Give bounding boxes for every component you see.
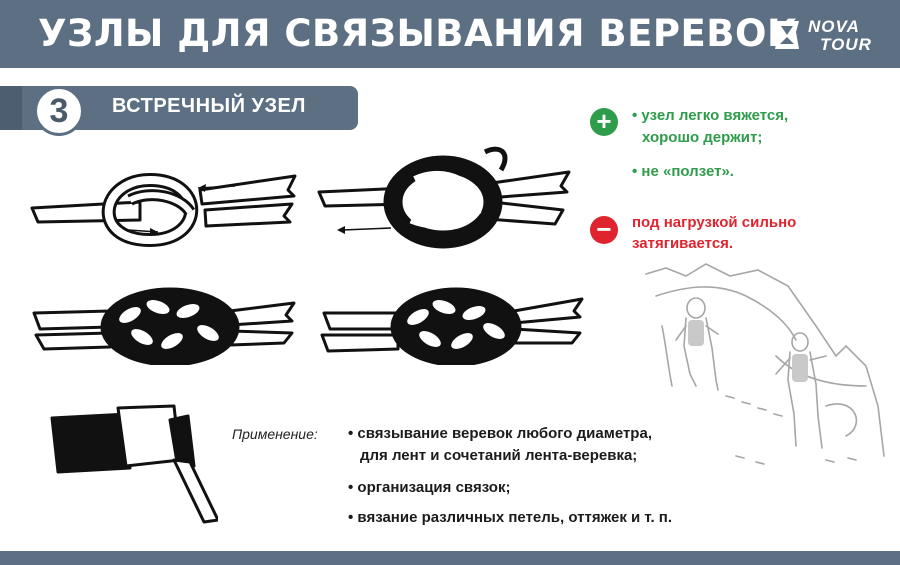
- pro-item-2: • не «ползет».: [632, 163, 734, 180]
- logo-line2: TOUR: [820, 35, 872, 54]
- pro-item-1-line2: хорошо держит;: [642, 129, 763, 146]
- knot-step-4-illustration: [320, 287, 584, 365]
- section-number: 3: [34, 86, 84, 136]
- header-bar: [0, 0, 900, 68]
- logo-line1: NOVA: [808, 17, 860, 36]
- con-text-line2: затягивается.: [632, 235, 734, 252]
- con-text-line1: под нагрузкой сильно: [632, 214, 797, 231]
- plus-icon: +: [590, 108, 618, 136]
- logo-mark-icon: [775, 21, 799, 49]
- minus-icon: −: [590, 216, 618, 244]
- knot-step-3-illustration: [32, 287, 296, 365]
- usage-item-2: • организация связок;: [348, 479, 511, 496]
- section-title: ВСТРЕЧНЫЙ УЗЕЛ: [112, 95, 306, 117]
- usage-item-1-line1: • связывание веревок любого диаметра,: [348, 425, 652, 442]
- footer-bar: [0, 551, 900, 565]
- climbers-sketch-illustration: [645, 263, 885, 465]
- usage-item-1-line2: для лент и сочетаний лента-веревка;: [360, 447, 638, 464]
- usage-item-3: • вязание различных петель, оттяжек и т.…: [348, 509, 673, 526]
- knot-step-1-illustration: [30, 173, 297, 247]
- usage-label: Применение:: [232, 426, 318, 442]
- knot-step-2-illustration: [317, 146, 571, 249]
- nova-tour-logo: NOVA TOUR: [772, 16, 884, 54]
- webbing-knot-illustration: [50, 404, 218, 524]
- page-title: УЗЛЫ ДЛЯ СВЯЗЫВАНИЯ ВЕРЕВОК: [38, 12, 798, 55]
- pro-item-1-line1: • узел легко вяжется,: [632, 107, 789, 124]
